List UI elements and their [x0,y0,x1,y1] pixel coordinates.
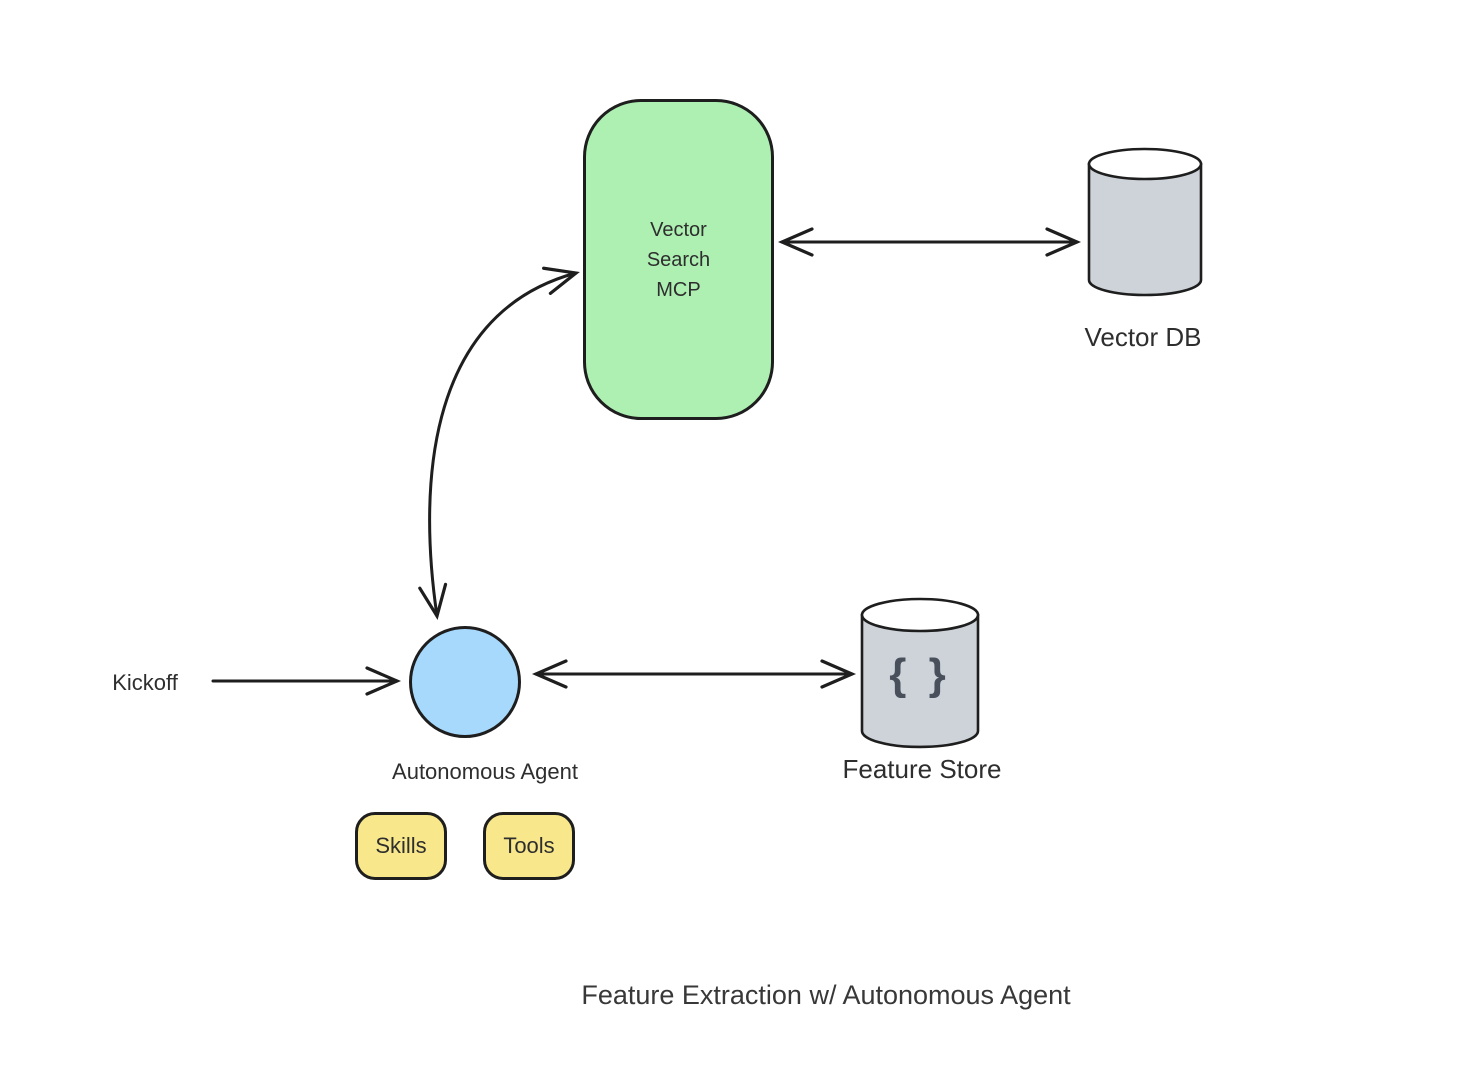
vector-db-cylinder [1087,147,1203,297]
diagram-title: Feature Extraction w/ Autonomous Agent [581,980,1071,1010]
vector-db-label: Vector DB [1084,322,1202,352]
vector-db-cylinder-top [1087,147,1203,181]
vector-search-mcp-label: Vector Search MCP [646,218,711,301]
feature-store-cylinder-top [860,597,980,633]
kickoff-label: Kickoff [112,670,178,695]
node-vector-search-mcp: Vector Search MCP [583,99,774,420]
feature-store-label: Feature Store [842,754,1002,784]
node-autonomous-agent [409,626,521,738]
arrow-agent-to-mcp [418,266,580,620]
autonomous-agent-label: Autonomous Agent [392,759,578,784]
skills-tag-label: Skills [375,833,427,858]
code-braces-icon: { } [889,650,951,699]
skills-tag: Skills [355,812,447,880]
vector-db-cylinder-body [1087,162,1203,297]
tools-tag: Tools [483,812,575,880]
tools-tag-label: Tools [503,833,555,858]
